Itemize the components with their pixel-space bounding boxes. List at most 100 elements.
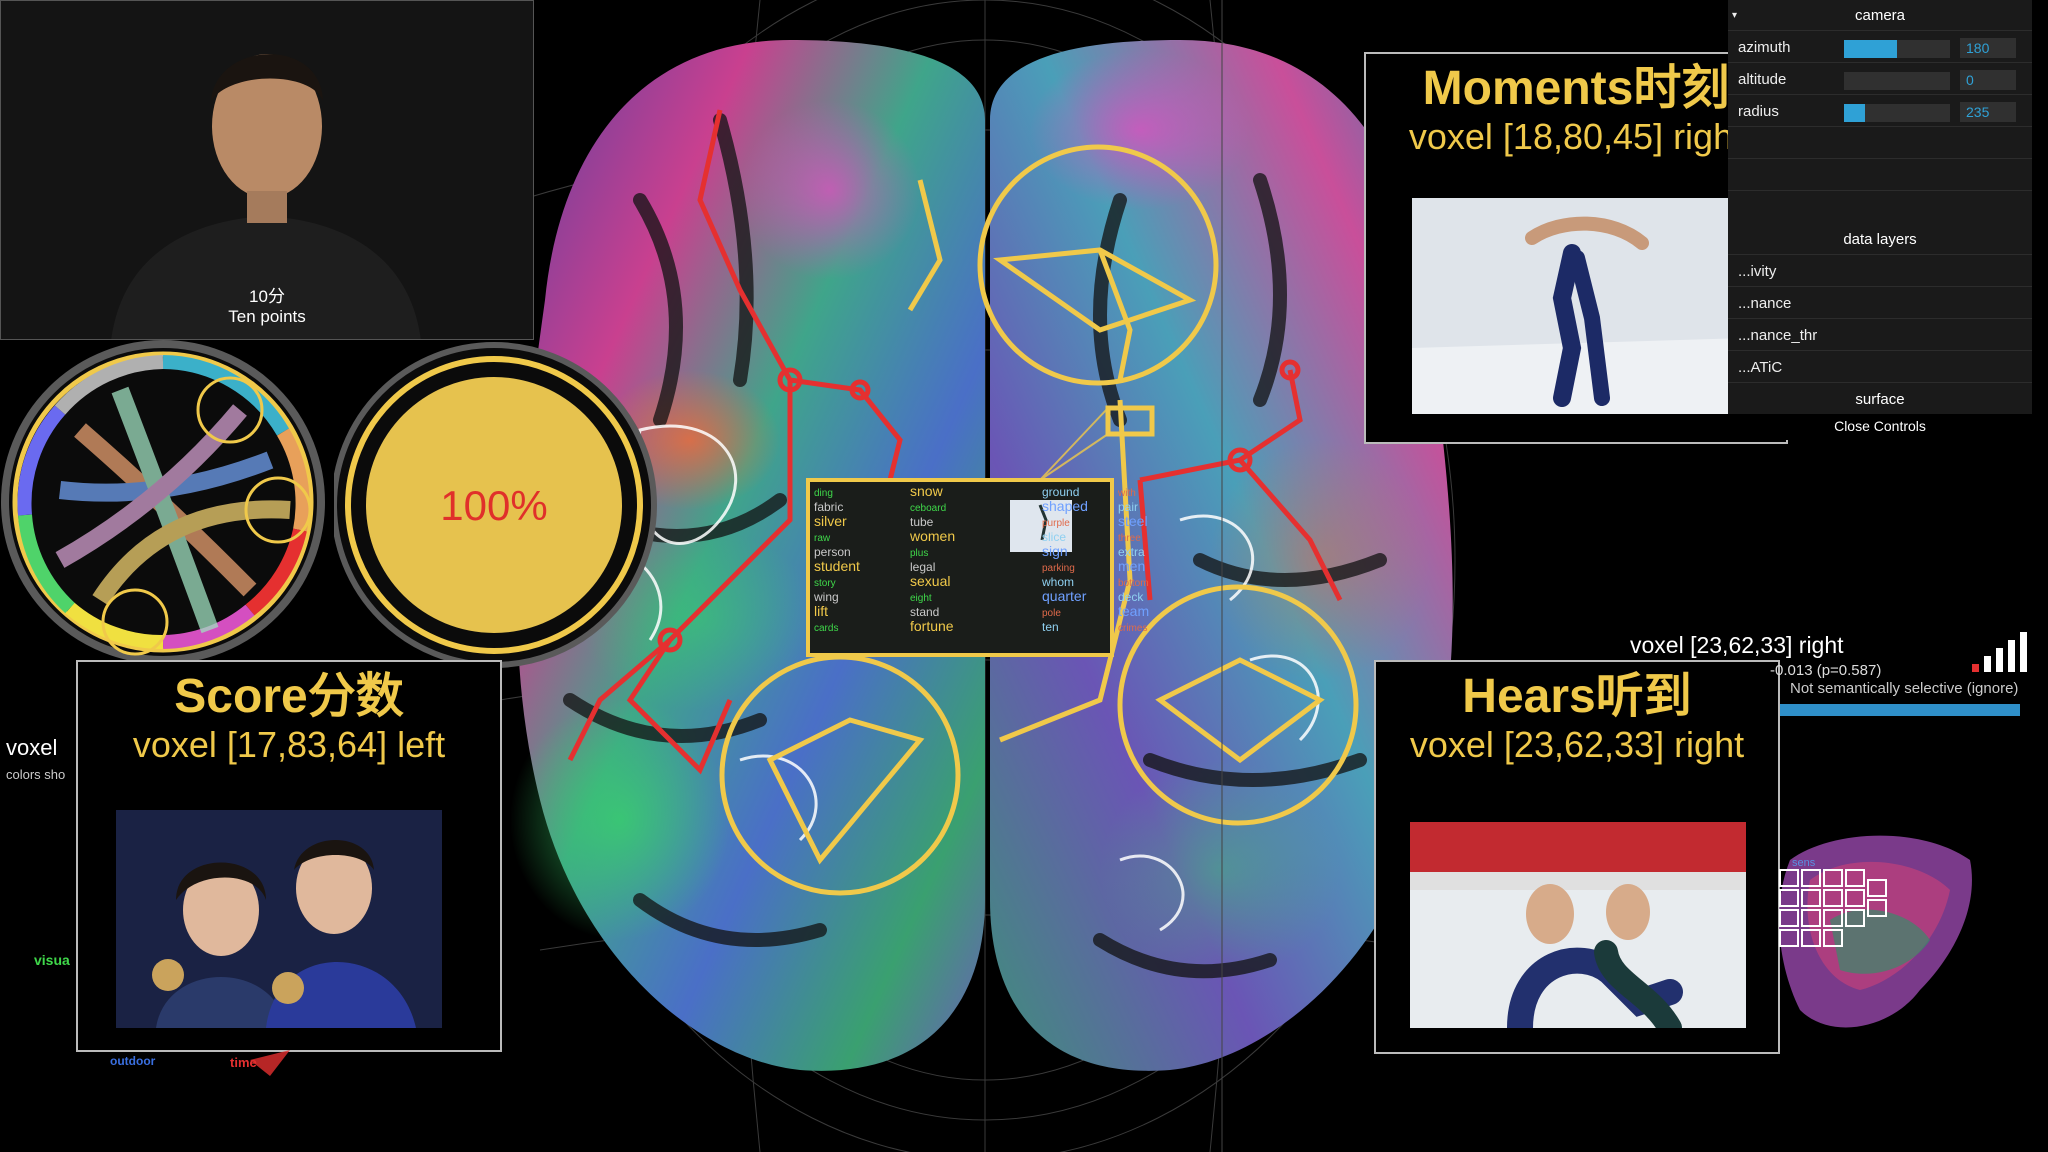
word-cloud-word: fabric [814,500,843,514]
word-cloud-word: crimes [1118,623,1147,634]
word-cloud-word: sexual [910,573,950,589]
time-wedge-icon [250,1050,290,1076]
score-photo [116,810,442,1028]
moments-title: Moments时刻 [1422,62,1730,115]
word-cloud-word: fortune [910,618,954,634]
flatmap-grid [1779,869,1887,947]
word-cloud-word: wing [813,590,839,604]
word-cloud-word: extra [1118,545,1145,559]
word-cloud-word: legal [910,560,935,574]
layer-item[interactable]: ...ATiC [1728,352,2032,383]
word-cloud-word: tube [910,515,934,529]
word-cloud-word: parking [1042,563,1075,574]
word-cloud-word: shaped [1042,498,1088,514]
layer-item[interactable]: ...ivity [1728,256,2032,287]
yellow-network [719,144,1359,896]
word-cloud-word: sign [1042,543,1068,559]
progress-label: 100% [440,482,547,529]
voxel-info-panel: voxel [23,62,33] right -0.013 (p=0.587) … [1580,628,2040,718]
layer-item[interactable]: ...nance [1728,288,2032,319]
score-card[interactable]: Score分数 voxel [17,83,64] left [76,660,502,1052]
altitude-control[interactable]: altitude 0 [1728,64,2032,95]
controls-panel[interactable]: ▾ camera azimuth 180 altitude 0 radius 2… [1728,0,2032,440]
visual-label: visua [34,952,70,968]
word-cloud-word: ding [814,488,833,499]
word-cloud-word: ground [1042,485,1079,499]
sulci [563,113,1387,979]
azimuth-slider[interactable] [1844,40,1950,58]
left-info-panel: voxel colors sho [0,735,80,795]
skater-icon [1038,504,1048,541]
word-cloud-word: lift [814,603,828,619]
altitude-label: altitude [1738,71,1787,88]
word-cloud-word: pole [1042,608,1061,619]
word-cloud-word: purple [1042,518,1070,529]
video-thumbnail[interactable]: 10分 Ten points [0,0,534,340]
close-controls-button[interactable]: Close Controls [1728,414,2032,440]
voxel-info-stat: -0.013 (p=0.587) [1770,662,1882,679]
word-cloud-word: ceboard [910,503,946,514]
flatmap-thumbnail[interactable]: sens [1770,820,1980,1050]
word-cloud-word: stand [910,605,939,619]
score-voxel: voxel [17,83,64] left [132,724,446,765]
flatmap-label: sens [1792,857,1816,869]
word-cloud-word: eight [910,593,932,604]
azimuth-control[interactable]: azimuth 180 [1728,32,2032,63]
word-cloud-word: silver [814,513,847,529]
subtitle-en: Ten points [228,307,306,326]
word-cloud-word: snow [910,483,944,499]
voxel-info-note: Not semantically selective (ignore) [1790,680,2019,697]
hears-title: Hears听到 [1462,670,1692,723]
selectivity-bar [1780,704,2020,716]
data-layers-header: data layers [1843,231,1917,248]
word-cloud-word: ten [1042,620,1059,634]
word-cloud-word: student [814,558,860,574]
word-cloud-word: men [1118,558,1145,574]
chord-diagram[interactable] [0,340,330,670]
word-cloud-word: quarter [1042,588,1087,604]
word-cloud-word: pair [1118,500,1138,514]
signal-bars-icon [1972,632,2027,672]
surface-folder[interactable]: surface [1728,384,2032,415]
radius-control[interactable]: radius 235 [1728,96,2032,127]
word-cloud-word: team [1118,603,1149,619]
word-cloud-word: person [814,545,851,559]
hears-card[interactable]: Hears听到 voxel [23,62,33] right [1374,660,1780,1054]
left-info-title: voxel [6,735,58,760]
chord-ring [17,355,310,650]
video-subtitle: 10分 Ten points [1,287,533,327]
hears-voxel: voxel [23,62,33] right [1409,724,1745,765]
subtitle-cn: 10分 [249,287,285,306]
altitude-value[interactable]: 0 [1960,70,2016,90]
word-cloud-word: bottom [1118,578,1149,589]
azimuth-value[interactable]: 180 [1960,38,2016,58]
folder-arrow-icon: ▾ [1732,10,1738,21]
word-cloud-word: women [909,528,955,544]
word-cloud-word: slice [1042,530,1066,544]
speaker-figure [1,1,533,339]
azimuth-label: azimuth [1738,39,1791,56]
word-cloud-word: cards [814,623,838,634]
radius-label: radius [1738,103,1779,120]
chords [55,386,291,634]
hears-photo [1410,822,1746,1028]
word-cloud-word: steel [1118,513,1148,529]
word-cloud-word: whom [1041,575,1074,589]
radius-slider[interactable] [1844,104,1950,122]
word-cloud-panel[interactable] [806,478,1114,657]
altitude-slider[interactable] [1844,72,1950,90]
radius-value[interactable]: 235 [1960,102,2016,122]
time-label: time [230,1055,257,1070]
data-layers-folder[interactable]: data layers [1728,224,2032,255]
surface-header: surface [1855,391,1905,408]
moments-card[interactable]: Moments时刻 voxel [18,80,45] right [1364,52,1788,444]
voxel-info-title: voxel [23,62,33] right [1630,632,1844,658]
score-title: Score分数 [174,670,404,723]
layer-item[interactable]: ...nance_thr [1728,320,2032,351]
word-cloud-word: deck [1118,590,1144,604]
progress-circle: 100% [334,342,657,668]
word-cloud-word: story [814,578,836,589]
camera-folder[interactable]: ▾ camera [1728,0,2032,31]
